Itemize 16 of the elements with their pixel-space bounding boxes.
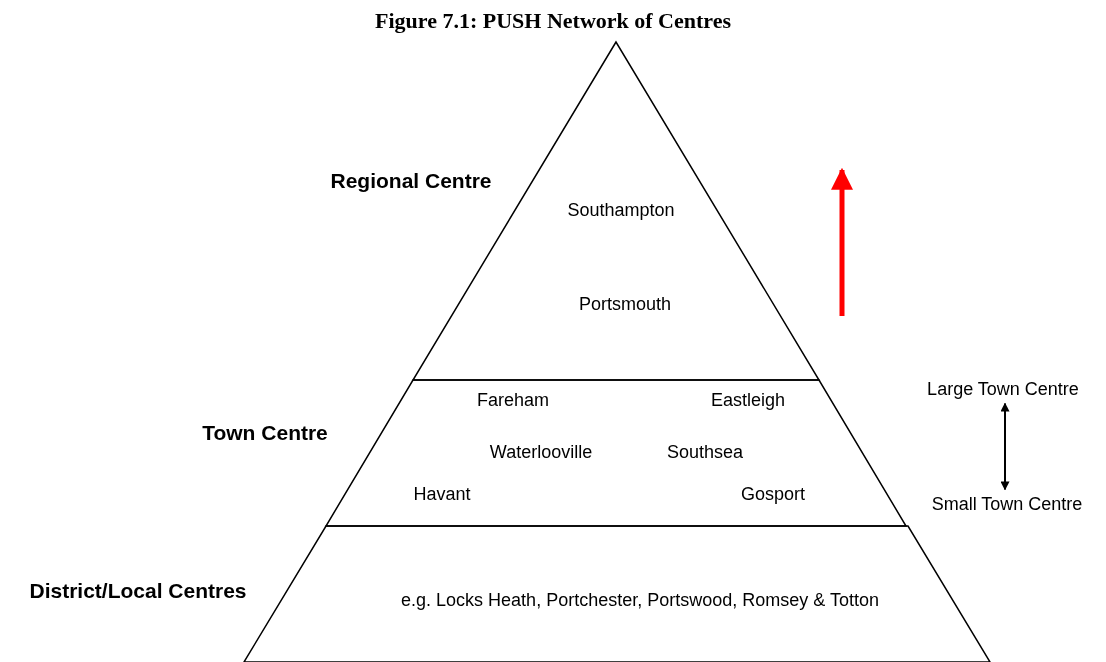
scale-label: Large Town Centre — [927, 378, 1079, 400]
place-name: Southsea — [666, 441, 744, 463]
place-name: Gosport — [741, 483, 805, 505]
place-name: Eastleigh — [710, 389, 786, 411]
place-name: Fareham — [477, 389, 549, 411]
scale-label: Small Town Centre — [931, 493, 1083, 515]
figure-title: Figure 7.1: PUSH Network of Centres — [374, 8, 732, 34]
place-name: Waterlooville — [489, 441, 593, 463]
place-name: Havant — [413, 483, 471, 505]
place-name: Portsmouth — [579, 293, 671, 315]
place-name: e.g. Locks Heath, Portchester, Portswood, Romsey & Totton — [401, 589, 879, 611]
tier-label: Regional Centre — [330, 169, 492, 193]
tier-label: Town Centre — [202, 421, 328, 445]
place-name: Southampton — [567, 199, 675, 221]
tier-label: District/Local Centres — [29, 579, 247, 603]
double-arrow — [1000, 402, 1010, 491]
